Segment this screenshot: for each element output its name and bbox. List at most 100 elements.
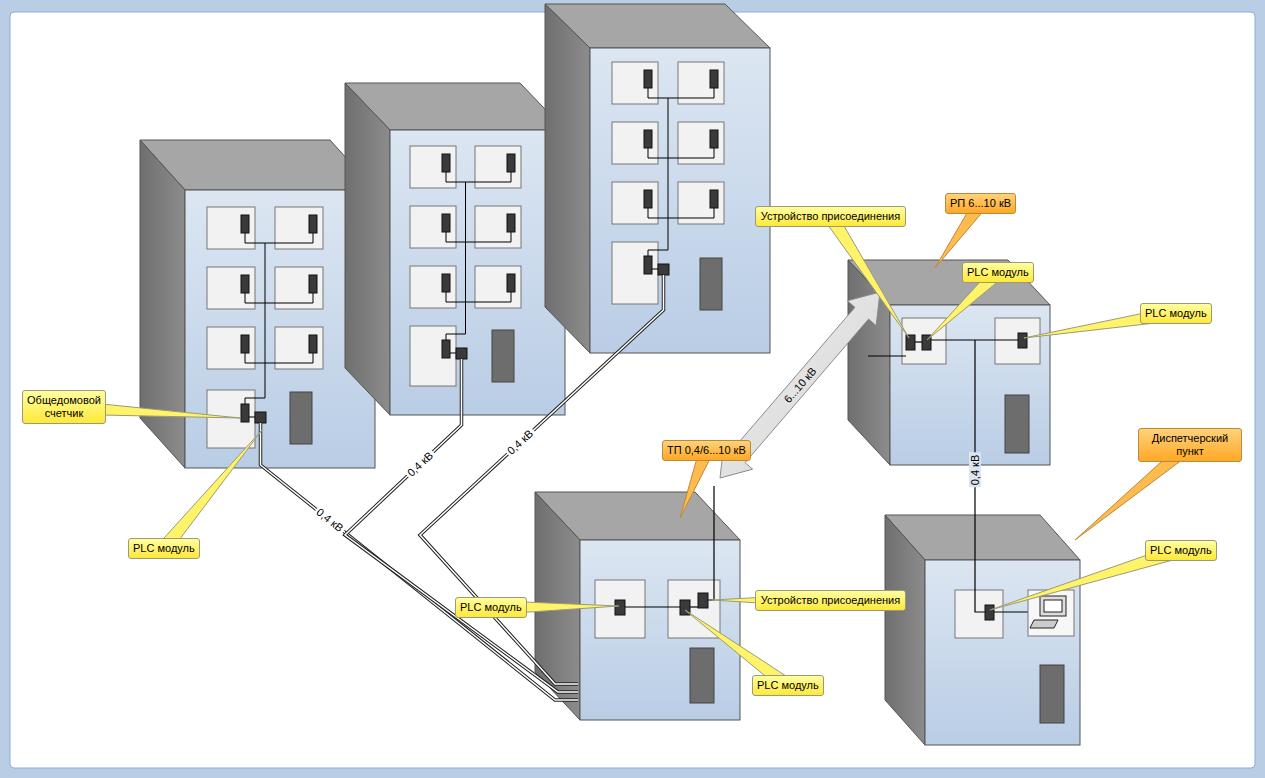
door (492, 330, 514, 382)
apartment-meter (644, 70, 652, 88)
door (700, 258, 722, 310)
apartment-meter (241, 275, 249, 293)
wall-side (848, 260, 890, 465)
part-callout: PLC модуль (1145, 540, 1217, 561)
wire (245, 243, 265, 404)
wire (446, 182, 466, 340)
plc-module (658, 264, 669, 275)
wire (708, 486, 714, 600)
callout-text: РП 6...10 кВ (950, 197, 1011, 210)
apartment-meter (442, 154, 450, 172)
part-callout: PLC модуль (962, 262, 1034, 283)
wires (625, 340, 1030, 612)
apartment-meter (309, 275, 317, 293)
voltage-label: 0,4 кВ (403, 448, 436, 481)
callout-text: Диспетчерский пункт (1143, 432, 1237, 458)
wire (868, 355, 906, 356)
part-callout: PLC модуль (128, 538, 200, 559)
hv-label: 6...10 кВ (780, 363, 820, 406)
cable-core (345, 359, 578, 692)
apartment-meter (309, 335, 317, 353)
wire (915, 341, 922, 342)
part-callout: Общедомовой счетчик (22, 390, 106, 424)
wire (648, 148, 714, 158)
coupling-device (906, 335, 915, 350)
cable-outline (420, 275, 664, 684)
apartment-meter (507, 274, 515, 292)
house-meter (241, 404, 249, 422)
wire (249, 417, 255, 418)
buildings (140, 4, 1080, 745)
callout-text: PLC модуль (1145, 307, 1207, 320)
site-callout: ТП 0,4/6...10 кВ (662, 440, 751, 461)
door (1005, 395, 1029, 453)
apartment-meter (507, 154, 515, 172)
apartment-meter (710, 190, 718, 208)
wire (648, 98, 668, 256)
wire (625, 606, 680, 607)
wire (652, 269, 658, 270)
house-meter (644, 256, 652, 274)
door (290, 392, 312, 444)
part-callout: Устройство присоединения (755, 590, 906, 611)
apartment-meter (644, 190, 652, 208)
window (612, 242, 658, 304)
callout-text: PLC модуль (1150, 544, 1212, 557)
callout-text: ТП 0,4/6...10 кВ (667, 444, 746, 457)
wire (446, 232, 511, 242)
cable-core (420, 275, 664, 684)
wall-side (885, 515, 925, 745)
wall-front (590, 48, 770, 353)
part-callout: Устройство присоединения (755, 206, 906, 227)
panel (995, 318, 1040, 364)
callout-text: Общедомовой счетчик (27, 394, 101, 420)
apartment-meter (241, 335, 249, 353)
part-callout: PLC модуль (455, 597, 527, 618)
apartment-meter (442, 274, 450, 292)
wall-side (140, 140, 185, 468)
panel (595, 580, 645, 638)
window (410, 326, 456, 386)
wall-side (545, 4, 590, 353)
wall-front (890, 305, 1050, 465)
cables (261, 275, 664, 700)
apartment-meter (507, 214, 515, 232)
wire (648, 208, 714, 218)
plc-module (255, 412, 266, 423)
callout-text: PLC модуль (460, 601, 522, 614)
wire (450, 353, 456, 354)
house-meter (442, 340, 450, 358)
wire (690, 606, 698, 607)
callout-tails (64, 200, 1195, 692)
site-callout: Диспетчерский пункт (1138, 428, 1242, 462)
callout-text: Устройство присоединения (760, 594, 901, 607)
site-callout: РП 6...10 кВ (945, 193, 1016, 214)
apartment-meter (241, 215, 249, 233)
door (1040, 665, 1064, 723)
wall-front (390, 130, 565, 415)
apartment-meter (309, 215, 317, 233)
apartment-meter (442, 214, 450, 232)
callout-tail (825, 213, 909, 338)
door (690, 648, 714, 703)
wall-side (345, 83, 390, 415)
apartment-meter (644, 130, 652, 148)
wire (245, 233, 313, 243)
wire (446, 292, 511, 302)
wire (994, 611, 1030, 612)
apartment-meter (710, 70, 718, 88)
screen (1044, 600, 1062, 612)
apartment-meter (710, 130, 718, 148)
voltage-label: 0,4 кВ (313, 505, 348, 536)
voltage-label: 0,4 кВ (969, 453, 981, 488)
panel (902, 318, 946, 364)
sheet (10, 12, 1255, 768)
cable-outline (345, 359, 578, 692)
window (207, 390, 255, 448)
plc-module (615, 600, 625, 615)
plc-module (985, 605, 994, 620)
part-callout: PLC модуль (752, 675, 824, 696)
wire (648, 88, 714, 98)
